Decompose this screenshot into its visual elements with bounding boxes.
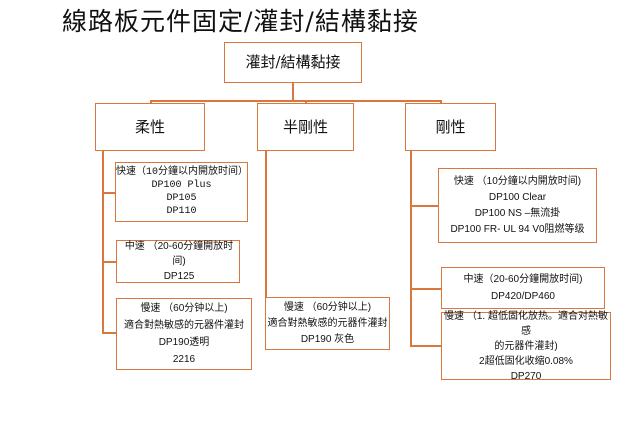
box-line: DP190透明: [158, 337, 210, 348]
connector: [292, 82, 294, 100]
connector: [410, 345, 441, 347]
box-line: 慢速 （60分钟以上): [283, 301, 372, 313]
connector: [265, 150, 267, 298]
connector: [102, 150, 104, 333]
box-line: 慢速 （60分钟以上): [140, 303, 228, 314]
rigid-fast-box: 快速 （10分鐘以内開放时间) DP100 Clear DP100 NS –無流…: [438, 168, 597, 243]
connector: [410, 150, 412, 346]
box-line: DP100 NS –無流掛: [474, 207, 561, 219]
root-node: 灌封/結構黏接: [224, 42, 362, 83]
box-line: DP100 FR- UL 94 V0阻燃等级: [450, 223, 585, 235]
box-line: DP105: [166, 193, 197, 204]
connector: [150, 100, 441, 102]
box-line: DP190 灰色: [300, 333, 355, 345]
page-title: 線路板元件固定/灌封/結構黏接: [62, 7, 419, 36]
branch-semi-rigid: 半剛性: [257, 103, 354, 151]
box-line: 中速 （20-60分鐘開放时间): [124, 241, 234, 267]
box-line: DP270: [510, 370, 542, 382]
flexible-slow-box: 慢速 （60分钟以上) 適合對熱敏感的元器件灌封 DP190透明 2216: [116, 298, 252, 370]
branch-label: 剛性: [435, 117, 466, 136]
box-line: 2216: [172, 354, 196, 365]
box-line: DP100 Clear: [488, 191, 547, 203]
connector: [102, 261, 116, 263]
branch-label: 柔性: [134, 117, 165, 136]
rigid-medium-box: 中速（20-60分鐘開放时间) DP420/DP460: [441, 267, 605, 309]
box-line: 適合對熱敏感的元器件灌封: [124, 320, 244, 331]
flexible-fast-box: 快速（10分鐘以内開放时间） DP100 Plus DP105 DP110: [115, 162, 248, 222]
box-line: 的元器件灌封): [494, 340, 558, 352]
rigid-slow-box: 慢速 （1. 超低固化放热。適合对熱敏感 的元器件灌封) 2超低固化收缩0.08…: [441, 310, 611, 382]
connector: [150, 100, 152, 104]
box-line: 慢速 （1. 超低固化放热。適合对熱敏感: [444, 310, 608, 337]
box-line: DP110: [166, 206, 197, 217]
branch-label: 半剛性: [282, 117, 328, 136]
connector: [410, 205, 438, 207]
root-label: 灌封/結構黏接: [245, 53, 341, 71]
box-line: 2超低固化收缩0.08%: [479, 355, 573, 367]
branch-flexible: 柔性: [95, 103, 205, 151]
box-line: 中速（20-60分鐘開放时间): [463, 274, 583, 285]
semi-rigid-slow-box: 慢速 （60分钟以上) 適合對熱敏感的元器件灌封 DP190 灰色: [265, 297, 390, 350]
box-line: DP420/DP460: [491, 291, 555, 302]
connector: [102, 332, 116, 334]
connector: [305, 100, 307, 104]
connector: [440, 100, 442, 104]
connector: [410, 288, 441, 290]
box-line: DP125: [163, 271, 195, 282]
connector: [102, 192, 116, 194]
flexible-medium-box: 中速 （20-60分鐘開放时间) DP125: [116, 240, 240, 283]
box-line: 適合對熱敏感的元器件灌封: [267, 317, 388, 329]
branch-rigid: 剛性: [405, 103, 496, 151]
box-line: DP100 Plus: [151, 180, 212, 191]
box-line: 快速 （10分鐘以内開放时间): [453, 175, 582, 187]
box-line: 快速（10分鐘以内開放时间）: [116, 167, 249, 178]
